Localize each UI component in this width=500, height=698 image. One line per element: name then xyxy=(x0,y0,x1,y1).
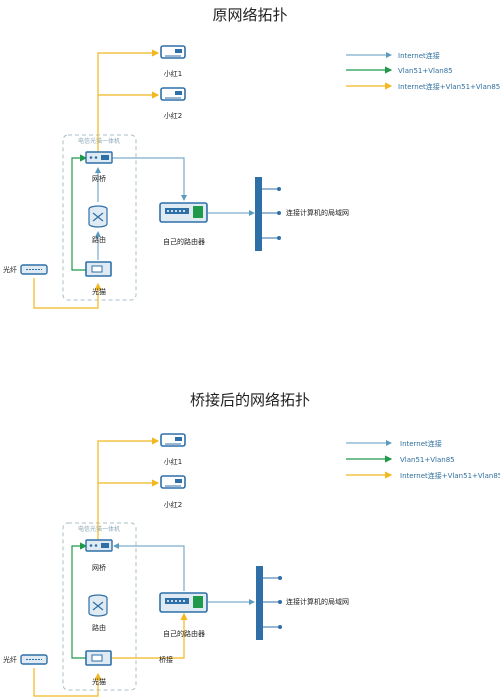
legend-combined: Internet连接+Vlan51+Vlan85 xyxy=(398,82,500,91)
modem-label: 光猫 xyxy=(92,287,106,296)
router-icon xyxy=(88,594,108,617)
legend-vlan: Vlan51+Vlan85 xyxy=(400,456,455,464)
link-modem-myrouter xyxy=(111,612,188,659)
my-router-icon xyxy=(159,592,208,613)
xiaohong2-label: 小红2 xyxy=(164,500,182,509)
modem-icon xyxy=(85,650,112,666)
lan-label: 连接计算机的局域网 xyxy=(286,597,349,606)
diagram-bridged: 桥接后的网络拓扑 电信光猫一体机 小红1 小红2 xyxy=(3,391,500,697)
fiber-label: 光纤 xyxy=(3,655,17,664)
lan-label: 连接计算机的局域网 xyxy=(286,208,349,217)
router-label: 路由 xyxy=(92,623,106,632)
fiber-label: 光纤 xyxy=(3,265,17,274)
xiaohong2-label: 小红2 xyxy=(164,111,182,120)
bridge-label: 网桥 xyxy=(92,563,106,572)
link-fiber-modem xyxy=(33,278,102,309)
modem-icon xyxy=(85,261,112,277)
bridge-icon xyxy=(85,151,113,164)
fiber-icon xyxy=(20,264,48,275)
link-modem-bridge xyxy=(71,154,88,271)
link-modem-bridge xyxy=(71,542,88,659)
link-bridge-xiaohong1 xyxy=(97,49,160,152)
legend: Internet连接 Vlan51+Vlan85 Internet连接+Vlan… xyxy=(346,439,500,480)
lan-bus xyxy=(256,566,282,640)
xiaohong2-device xyxy=(160,87,186,101)
diagram-title: 原网络拓扑 xyxy=(212,6,287,24)
modem-label: 光猫 xyxy=(92,677,106,686)
bridge-link-label: 桥接 xyxy=(159,655,173,664)
link-bridge-xiaohong1 xyxy=(97,437,160,540)
modem-group-box xyxy=(62,134,137,301)
legend-internet: Internet连接 xyxy=(400,439,442,448)
link-fiber-modem xyxy=(33,668,102,697)
legend-vlan: Vlan51+Vlan85 xyxy=(398,67,453,75)
router-label: 路由 xyxy=(92,235,106,244)
my-router-label: 自己的路由器 xyxy=(163,237,205,246)
fiber-icon xyxy=(20,654,48,665)
link-bridge-myrouter xyxy=(112,157,187,201)
legend-combined: Internet连接+Vlan51+Vlan85 xyxy=(400,471,500,480)
bridge-label: 网桥 xyxy=(92,174,106,183)
modem-group-box xyxy=(62,522,137,691)
router-icon xyxy=(88,205,108,228)
legend: Internet连接 Vlan51+Vlan85 Internet连接+Vlan… xyxy=(346,51,500,91)
xiaohong1-label: 小红1 xyxy=(164,457,182,466)
lan-bus xyxy=(255,177,281,251)
xiaohong2-device xyxy=(160,475,186,489)
xiaohong1-device xyxy=(160,45,186,59)
my-router-label: 自己的路由器 xyxy=(163,629,205,638)
diagram-original: 原网络拓扑 电信光猫一体机 小红1 小红2 xyxy=(3,6,500,309)
diagram-title: 桥接后的网络拓扑 xyxy=(190,391,310,409)
my-router-icon xyxy=(159,202,208,223)
legend-internet: Internet连接 xyxy=(398,51,440,60)
link-myrouter-bridge xyxy=(113,543,185,591)
group-label: 电信光猫一体机 xyxy=(78,525,120,533)
xiaohong1-device xyxy=(160,433,186,447)
bridge-icon xyxy=(85,539,113,552)
group-label: 电信光猫一体机 xyxy=(78,137,120,145)
xiaohong1-label: 小红1 xyxy=(164,69,182,78)
